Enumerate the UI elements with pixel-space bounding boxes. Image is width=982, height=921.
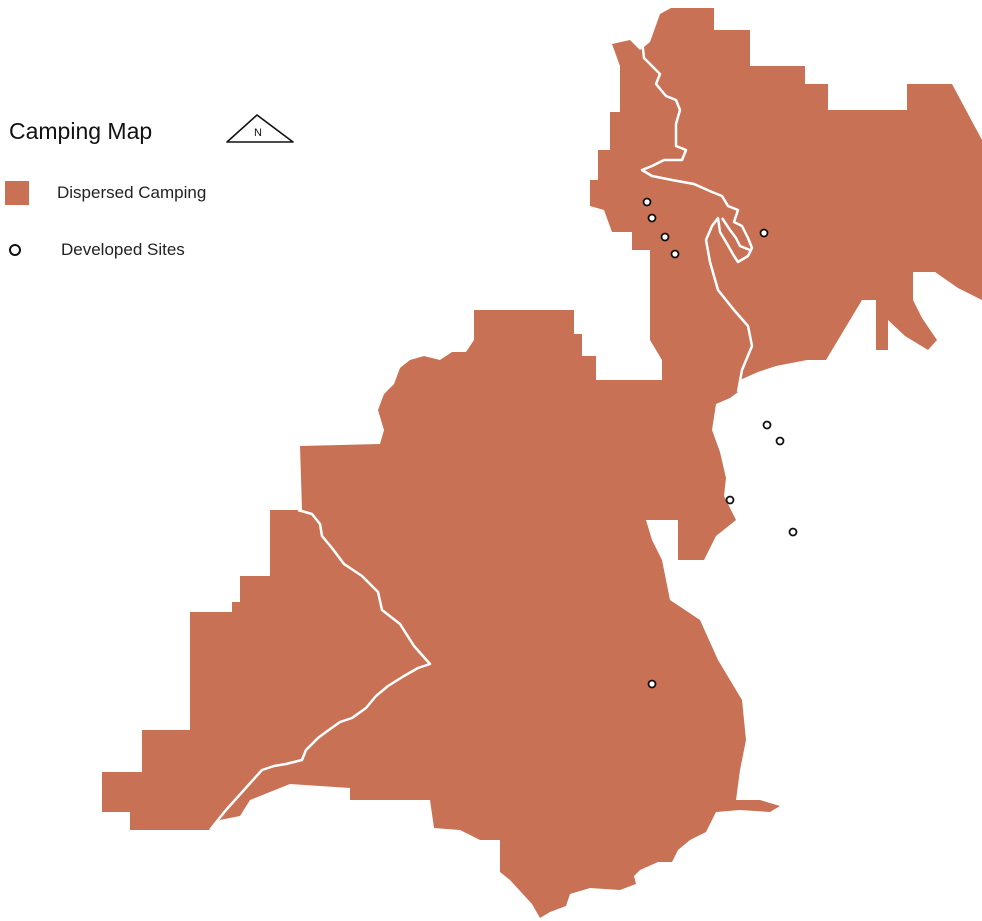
developed-sites bbox=[642, 197, 798, 689]
developed-site-marker[interactable] bbox=[660, 232, 670, 242]
developed-site-marker[interactable] bbox=[725, 495, 735, 505]
route-north bbox=[640, 39, 754, 393]
developed-site-icon bbox=[9, 244, 21, 256]
legend-label-developed: Developed Sites bbox=[61, 240, 185, 259]
developed-site-marker[interactable] bbox=[647, 213, 657, 223]
developed-site-marker[interactable] bbox=[775, 436, 785, 446]
north-label: N bbox=[254, 127, 262, 139]
route-southwest bbox=[209, 508, 432, 831]
route-lines bbox=[209, 39, 754, 831]
north-arrow-icon: N bbox=[226, 114, 294, 143]
legend-label-dispersed: Dispersed Camping bbox=[57, 183, 207, 202]
dispersed-camping-swatch-icon bbox=[5, 181, 29, 205]
developed-site-marker[interactable] bbox=[759, 228, 769, 238]
legend-title: Camping Map bbox=[9, 118, 153, 144]
route-north-branch bbox=[720, 217, 751, 252]
developed-site-marker[interactable] bbox=[788, 527, 798, 537]
dispersed-area-north[interactable] bbox=[590, 8, 982, 560]
developed-site-marker[interactable] bbox=[642, 197, 652, 207]
legend-item-developed: Developed Sites bbox=[5, 235, 185, 265]
developed-site-marker[interactable] bbox=[762, 420, 772, 430]
legend-item-dispersed: Dispersed Camping bbox=[5, 178, 206, 208]
developed-site-marker[interactable] bbox=[647, 679, 657, 689]
developed-site-marker[interactable] bbox=[670, 249, 680, 259]
